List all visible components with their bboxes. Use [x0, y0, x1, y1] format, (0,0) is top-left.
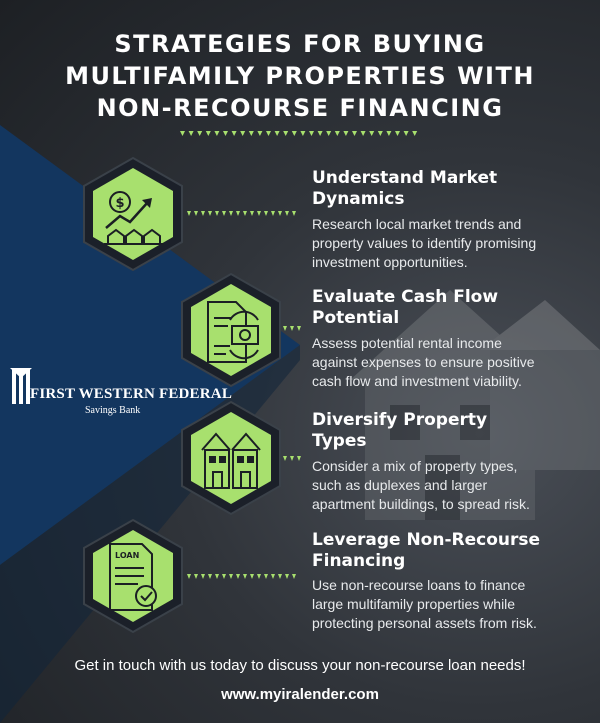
step-3-desc-line-2: such as duplexes and larger	[312, 477, 488, 493]
logo-subtitle: Savings Bank	[85, 405, 141, 416]
step-4-desc-line-2: large multifamily properties while	[312, 596, 516, 612]
connector-line-1	[187, 211, 296, 216]
step-1-heading: Understand Market Dynamics	[312, 168, 582, 210]
step-1-heading-line-2: Dynamics	[312, 189, 405, 209]
step-2-desc-line-1: Assess potential rental income	[312, 335, 502, 351]
connector-line-3	[283, 456, 301, 461]
connector-line-2	[283, 326, 301, 331]
step-2-heading-line-2: Potential	[312, 308, 400, 328]
step-2-heading-line-1: Evaluate Cash Flow	[312, 287, 499, 307]
step-4-heading: Leverage Non-Recourse Financing	[312, 530, 582, 572]
step-4-heading-line-2: Financing	[312, 551, 406, 571]
cash-flow-document-icon	[181, 272, 281, 388]
call-to-action-text: Get in touch with us today to discuss yo…	[74, 657, 526, 674]
step-4-heading-line-1: Leverage Non-Recourse	[312, 530, 541, 550]
logo-name: FIRST WESTERN FEDERAL	[30, 386, 233, 402]
step-2-heading: Evaluate Cash Flow Potential	[312, 287, 582, 329]
step-1-desc-line-2: property values to identify promising	[312, 235, 537, 251]
property-types-icon	[181, 400, 281, 516]
loan-document-icon: LOAN	[83, 518, 183, 634]
title-divider	[180, 131, 418, 136]
step-2-desc-line-3: cash flow and investment viability.	[312, 373, 522, 389]
step-3-desc-line-3: apartment buildings, to spread risk.	[312, 496, 530, 512]
market-growth-icon: $	[83, 156, 183, 272]
title-line-1: STRATEGIES FOR BUYING	[114, 30, 486, 58]
step-4-desc-line-3: protecting personal assets from risk.	[312, 615, 537, 631]
step-4-description: Use non-recourse loans to finance large …	[312, 576, 587, 633]
step-3-description: Consider a mix of property types, such a…	[312, 457, 587, 514]
step-1-heading-line-1: Understand Market	[312, 168, 498, 188]
title-line-3: NON-RECOURSE FINANCING	[96, 94, 504, 122]
step-2-desc-line-2: against expenses to ensure positive	[312, 354, 535, 370]
page-title: STRATEGIES FOR BUYING MULTIFAMILY PROPER…	[20, 28, 580, 124]
website-link[interactable]: www.myiralender.com	[221, 686, 379, 703]
step-3-desc-line-1: Consider a mix of property types,	[312, 458, 518, 474]
step-4-desc-line-1: Use non-recourse loans to finance	[312, 577, 526, 593]
step-1-desc-line-1: Research local market trends and	[312, 216, 522, 232]
step-3-heading: Diversify Property Types	[312, 410, 582, 452]
background-house-image	[350, 290, 600, 520]
step-3-heading-line-1: Diversify Property	[312, 410, 488, 430]
loan-label: LOAN	[115, 551, 139, 560]
title-line-2: MULTIFAMILY PROPERTIES WITH	[65, 62, 535, 90]
step-1-description: Research local market trends and propert…	[312, 215, 587, 272]
step-1-desc-line-3: investment opportunities.	[312, 254, 468, 270]
step-3-heading-line-2: Types	[312, 431, 367, 451]
step-2-description: Assess potential rental income against e…	[312, 334, 587, 391]
connector-line-4	[187, 574, 296, 579]
bank-logo	[10, 368, 32, 404]
svg-text:$: $	[115, 196, 124, 211]
